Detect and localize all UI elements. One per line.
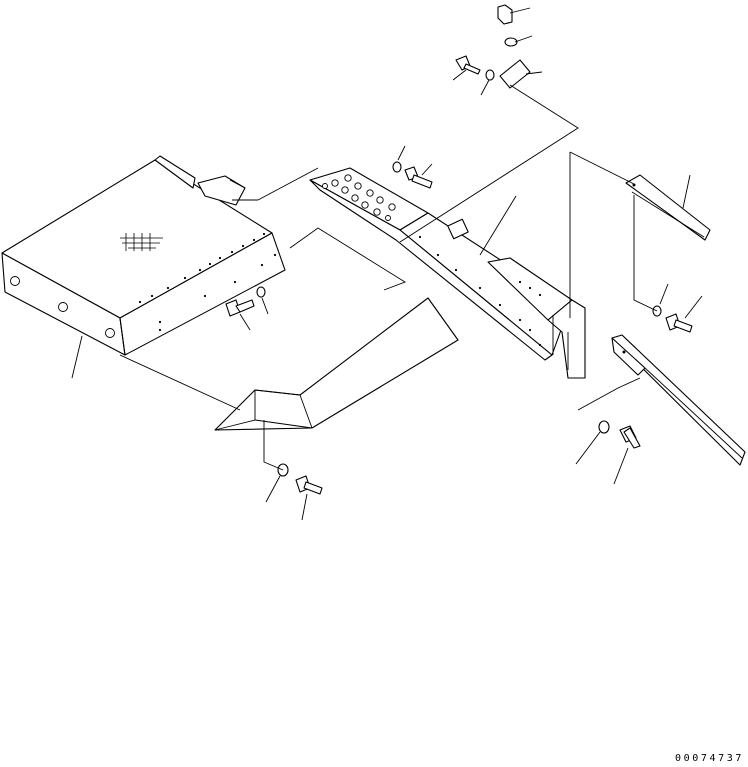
box-rivets [138, 232, 277, 332]
box-hole [106, 329, 115, 338]
washer-icon [486, 70, 494, 80]
bolt-icon [405, 167, 432, 188]
mounting-bracket [612, 335, 745, 465]
bolts [226, 56, 692, 494]
mesh-pattern-icon [120, 233, 163, 251]
bolt-icon [296, 476, 322, 494]
assembly-lines [120, 85, 657, 470]
clamp-assembly [498, 5, 530, 88]
box-hole [11, 277, 20, 286]
washer-icon [599, 421, 609, 433]
washer-icon [393, 162, 401, 172]
battery-cover-plate [215, 298, 458, 430]
bolt-icon [456, 56, 480, 74]
battery-box [2, 156, 285, 355]
washer-icon [257, 287, 265, 297]
box-hole [59, 303, 68, 312]
drawing-number: 00074737 [675, 753, 744, 764]
support-rail [448, 219, 585, 378]
bolt-icon [620, 426, 640, 448]
side-brace [626, 175, 710, 240]
bolt-icon [666, 314, 692, 332]
callout-leaders [72, 8, 702, 520]
bolt-icon [226, 300, 254, 316]
